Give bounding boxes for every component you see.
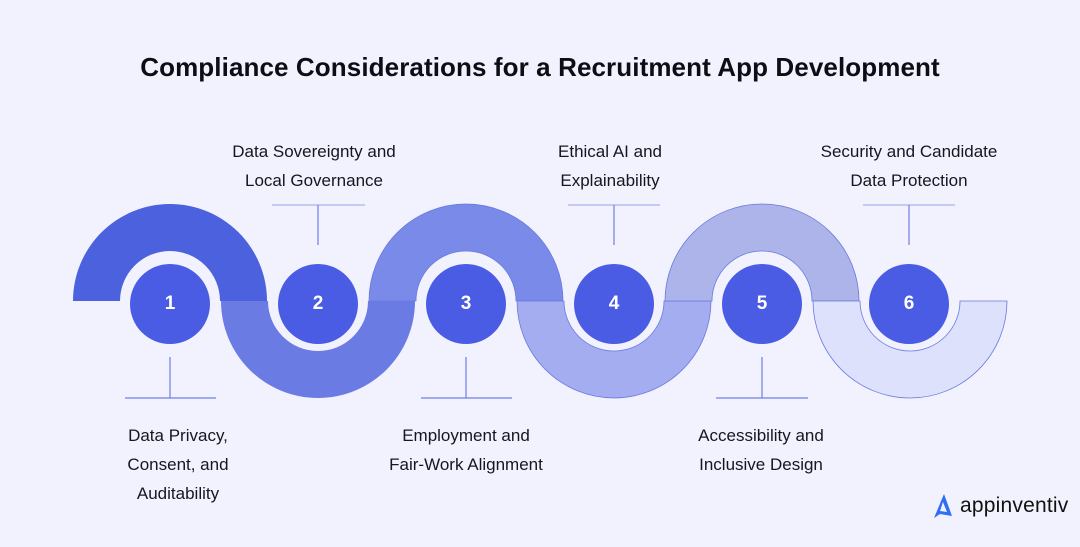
segment-4 <box>516 300 712 399</box>
step-2-label-line: Data Sovereignty and <box>232 142 396 161</box>
appinventiv-a-icon <box>934 494 952 518</box>
segment-1 <box>73 204 267 301</box>
segment-3 <box>368 203 564 302</box>
step-1-label-line: Data Privacy, <box>128 426 228 445</box>
step-5-label-line: Inclusive Design <box>699 455 823 474</box>
step-6-number: 6 <box>903 293 915 314</box>
step-6-circle: 6 <box>869 264 949 344</box>
step-5-circle: 5 <box>722 264 802 344</box>
step-4-number: 4 <box>608 293 620 314</box>
page-title: Compliance Considerations for a Recruitm… <box>140 52 940 82</box>
step-3-number: 3 <box>460 293 472 314</box>
step-4-label: Ethical AI and Explainability <box>495 137 725 195</box>
step-5-label-line: Accessibility and <box>698 426 824 445</box>
step-2-number: 2 <box>312 293 324 314</box>
step-1-label-line: Consent, and <box>127 455 229 474</box>
step-4-label-line: Ethical AI and <box>558 142 662 161</box>
step-1-circle: 1 <box>130 264 210 344</box>
segment-5 <box>664 203 860 302</box>
step-6-label: Security and Candidate Data Protection <box>784 137 1034 195</box>
segment-6 <box>812 300 1008 399</box>
step-2-circle: 2 <box>278 264 358 344</box>
segment-2 <box>221 301 415 398</box>
step-6-label-line: Security and Candidate <box>820 142 998 161</box>
step-3-label-line: Employment and <box>402 426 530 445</box>
step-4-circle: 4 <box>574 264 654 344</box>
appinventiv-logo: appinventiv <box>932 492 1068 520</box>
step-1-label-line: Auditability <box>136 484 220 503</box>
step-5-label: Accessibility and Inclusive Design <box>646 421 876 479</box>
step-2-label-line: Local Governance <box>245 171 383 190</box>
step-5-number: 5 <box>756 293 768 314</box>
step-6-label-line: Data Protection <box>850 171 968 190</box>
step-3-label: Employment and Fair-Work Alignment <box>351 421 581 479</box>
logo-text: appinventiv <box>960 494 1069 517</box>
step-1-number: 1 <box>164 293 176 314</box>
step-2-label: Data Sovereignty and Local Governance <box>199 137 429 195</box>
step-3-circle: 3 <box>426 264 506 344</box>
step-1-label: Data Privacy, Consent, and Auditability <box>63 421 293 508</box>
step-3-label-line: Fair-Work Alignment <box>389 455 543 474</box>
step-4-label-line: Explainability <box>560 171 660 190</box>
